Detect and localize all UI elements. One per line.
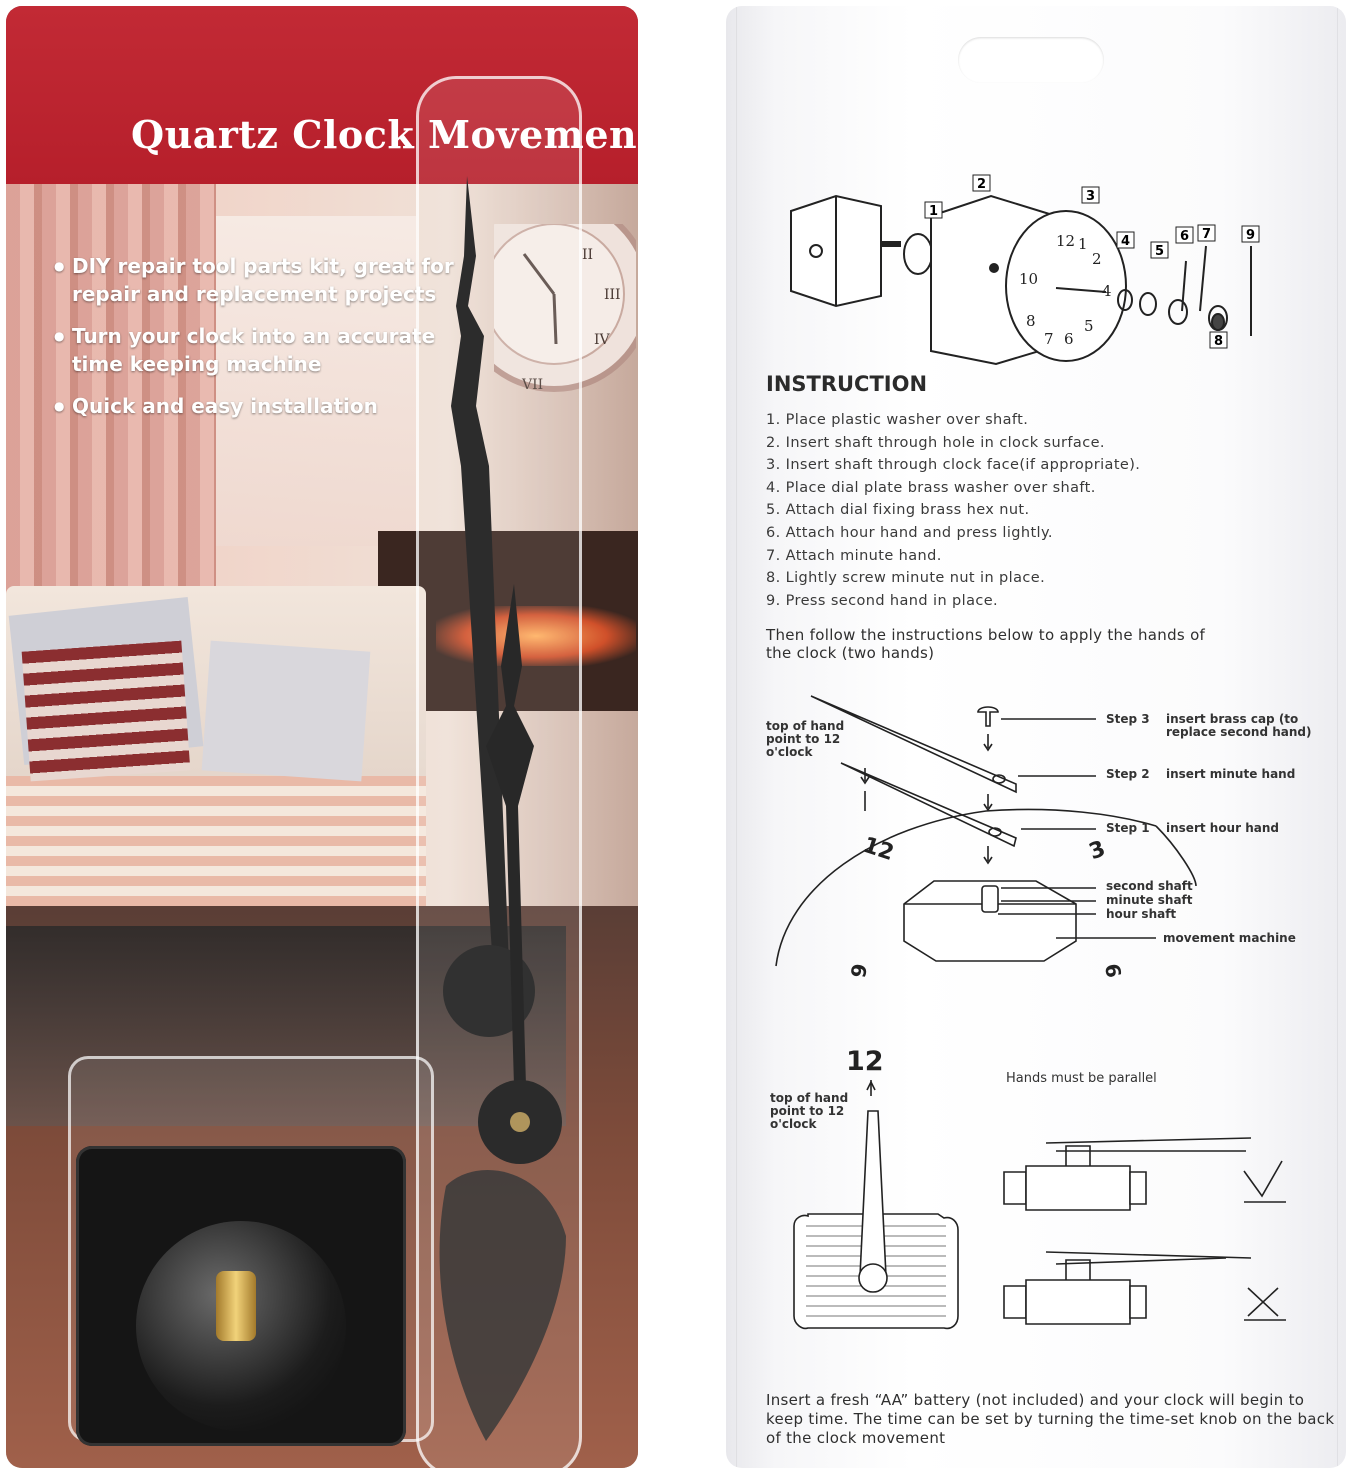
front-package-card: II III IV VII Quartz Clock Movement DIY … [6,6,638,1468]
instruction-steps: 1. Place plastic washer over shaft. 2. I… [766,409,1140,612]
instruction-title: INSTRUCTION [766,372,928,396]
top-of-hand-label-2: top of hand point to 12 o'clock [770,1091,849,1131]
second-shaft-label: second shaft [1106,879,1193,893]
instruction-step: 3. Insert shaft through clock face(if ap… [766,457,1141,474]
svg-text:II: II [582,247,593,263]
back-package-card: 1 2 3 4 5 6 7 8 9 12 1 2 10 4 8 7 6 5 [726,6,1346,1468]
part-number: 3 [1086,189,1095,204]
step3-label: Step 3 [1106,712,1150,726]
instruction-step: 9. Press second hand in place. [766,592,999,609]
svg-text:6: 6 [1064,330,1074,348]
part-number: 8 [1214,334,1223,349]
movement-machine-label: movement machine [1163,931,1296,945]
red-header-band [6,6,638,184]
svg-text:10: 10 [1019,270,1038,288]
svg-text:6: 6 [1100,962,1126,980]
curtain [6,181,216,601]
part-number: 4 [1121,234,1130,249]
step2-desc: insert minute hand [1166,767,1296,781]
svg-text:VII: VII [521,377,543,393]
svg-text:9: 9 [846,962,872,980]
brass-shaft [216,1271,256,1341]
cross-mark-icon [1241,1281,1291,1326]
parallel-note: Hands must be parallel [1006,1071,1157,1086]
assembly-diagram: 1 2 3 4 5 6 7 8 9 12 1 2 10 4 8 7 6 5 [775,174,1286,1330]
follow-instructions-text: Then follow the instructions below to ap… [766,626,1206,662]
instruction-step: 2. Insert shaft through hole in clock su… [766,434,1105,451]
minute-shaft-label: minute shaft [1106,893,1193,907]
part-number: 7 [1202,227,1211,242]
step1-desc: insert hour hand [1166,821,1279,835]
part-number: 2 [977,177,986,192]
product-title: Quartz Clock Movement [131,112,638,157]
wall-clock-icon: II III IV VII [494,224,636,393]
part-number: 1 [929,204,938,219]
svg-text:5: 5 [1084,317,1094,335]
sofa-stripes [6,776,426,906]
instruction-step: 4. Place dial plate brass washer over sh… [766,479,1096,496]
part-number: 5 [1155,244,1164,259]
step2-label: Step 2 [1106,767,1150,781]
feature-list: DIY repair tool parts kit, great for rep… [54,252,454,434]
check-mark-icon [1241,1161,1291,1206]
clock-hands-icon [439,176,566,1441]
svg-text:8: 8 [1026,312,1036,330]
part-number: 6 [1180,229,1189,244]
svg-text:3: 3 [1086,836,1109,865]
svg-text:IV: IV [594,332,611,348]
svg-text:1: 1 [1078,235,1088,253]
svg-text:7: 7 [1044,330,1054,348]
svg-text:12: 12 [1056,232,1075,250]
instruction-step: 1. Place plastic washer over shaft. [766,412,1029,428]
svg-text:4: 4 [1102,282,1112,300]
step1-label: Step 1 [1106,821,1150,835]
instruction-step: 6. Attach hour hand and press lightly. [766,524,1053,541]
feature-item: Quick and easy installation [54,392,454,420]
svg-text:2: 2 [1092,250,1102,268]
top-of-hand-label: top of hand point to 12 o'clock [766,719,845,759]
instruction-step: 7. Attach minute hand. [766,547,942,564]
card-fold [736,6,1338,1468]
part-number: 9 [1246,228,1255,243]
instruction-step: 8. Lightly screw minute nut in place. [766,570,1046,587]
step3-desc: insert brass cap (to replace second hand… [1166,712,1312,739]
twelve-label: 12 [846,1046,884,1077]
battery-instructions: Insert a fresh “AA” battery (not include… [766,1391,1335,1447]
hour-shaft-label: hour shaft [1106,907,1177,921]
svg-text:III: III [604,287,621,303]
fire [436,606,636,666]
blister-packaging [416,76,582,1468]
hang-hole [958,37,1104,83]
feature-item: DIY repair tool parts kit, great for rep… [54,252,454,308]
instruction-step: 5. Attach dial fixing brass hex nut. [766,502,1030,519]
feature-item: Turn your clock into an accurate time ke… [54,322,454,378]
